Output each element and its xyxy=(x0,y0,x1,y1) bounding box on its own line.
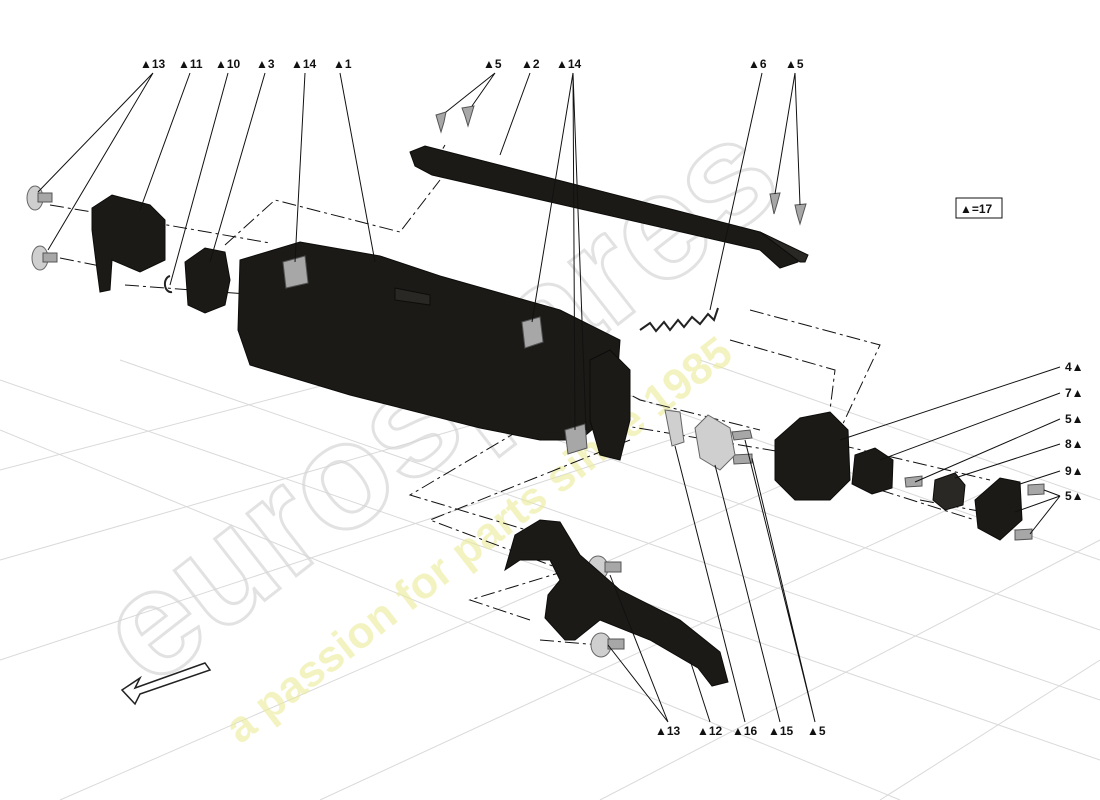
legend-box: ▲=17 xyxy=(955,197,1003,219)
part-10-ring xyxy=(163,275,173,294)
part-2-trim-strip xyxy=(409,145,801,269)
callout-11: ▲11 xyxy=(178,57,203,71)
direction-arrow-icon xyxy=(120,662,212,706)
floor-grid xyxy=(0,349,1100,800)
part-9-cover xyxy=(974,477,1023,541)
callout-5-top-right: ▲5 xyxy=(785,57,804,71)
callout-13-bottom: ▲13 xyxy=(655,724,681,738)
callout-5-right-lower: 5▲ xyxy=(1065,489,1084,503)
callout-labels: ▲13 ▲11 ▲10 ▲3 ▲14 ▲1 ▲5 ▲2 ▲14 ▲6 ▲5 4▲… xyxy=(140,57,1084,738)
callout-5-bottom: ▲5 xyxy=(807,724,826,738)
part-14-clip-b xyxy=(521,316,544,349)
callout-13-top: ▲13 xyxy=(140,57,166,71)
part-15-plate xyxy=(694,414,736,471)
callout-9: 9▲ xyxy=(1065,464,1084,478)
callout-14-left: ▲14 xyxy=(291,57,317,71)
part-7-cylinder xyxy=(851,447,894,495)
part-12-lever-arm xyxy=(504,519,729,687)
callout-16: ▲16 xyxy=(732,724,758,738)
part-3-cap xyxy=(184,247,231,314)
parts xyxy=(26,105,1045,706)
part-4-knob xyxy=(774,411,851,501)
part-11-bracket xyxy=(91,194,166,293)
part-14-clip xyxy=(282,255,309,289)
leader-lines xyxy=(37,72,1061,723)
callout-12: ▲12 xyxy=(697,724,723,738)
callout-3: ▲3 xyxy=(256,57,275,71)
callout-4: 4▲ xyxy=(1065,360,1084,374)
part-6-spring xyxy=(639,307,719,333)
part-14-clip-c xyxy=(564,423,588,455)
callout-15: ▲15 xyxy=(768,724,794,738)
legend-text: ▲=17 xyxy=(960,202,993,216)
callout-2: ▲2 xyxy=(521,57,540,71)
part-8-gear xyxy=(932,472,966,511)
callout-7: 7▲ xyxy=(1065,386,1084,400)
callout-5-right-upper: 5▲ xyxy=(1065,412,1084,426)
callout-1: ▲1 xyxy=(333,57,352,71)
part-13-bolts xyxy=(26,185,625,658)
part-16-pin xyxy=(664,409,685,447)
callout-6: ▲6 xyxy=(748,57,767,71)
callout-5-top-left: ▲5 xyxy=(483,57,502,71)
callout-8: 8▲ xyxy=(1065,437,1084,451)
part-latch xyxy=(589,349,631,461)
callout-10: ▲10 xyxy=(215,57,241,71)
callout-14-center: ▲14 xyxy=(556,57,582,71)
